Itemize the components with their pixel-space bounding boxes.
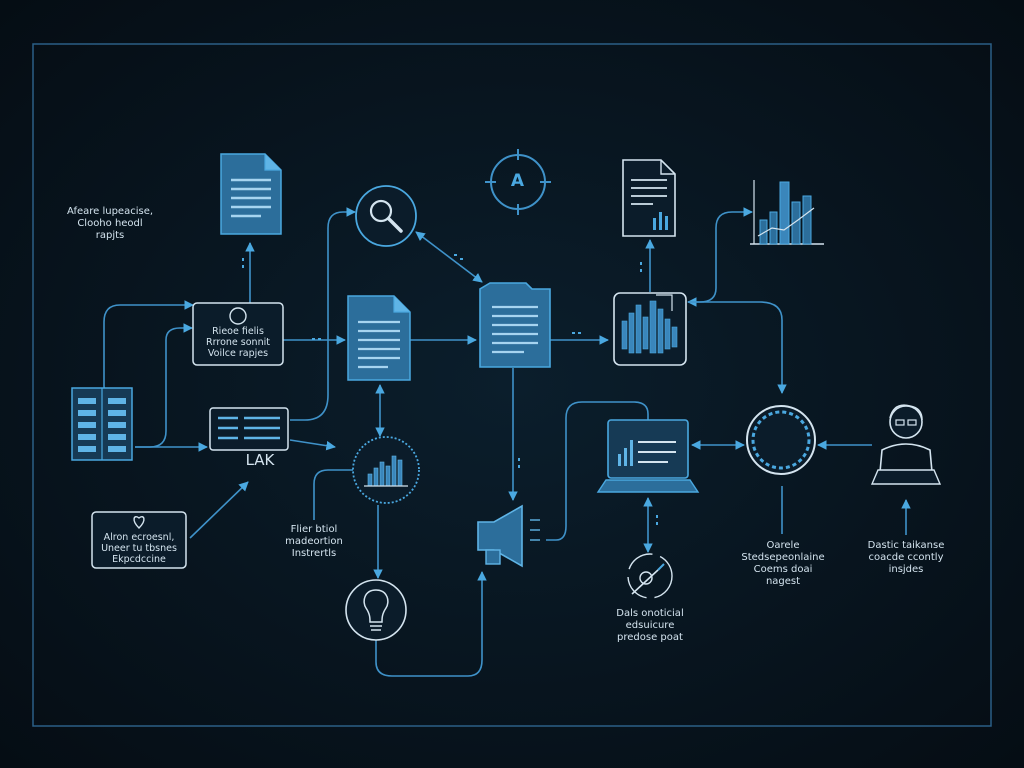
info-box bbox=[192, 302, 284, 366]
connector-table-to-search bbox=[290, 207, 356, 421]
doc-top-icon bbox=[220, 153, 282, 235]
doc-center-icon bbox=[347, 295, 411, 381]
connectors bbox=[103, 207, 911, 677]
connector-table-to-gauge bbox=[289, 439, 336, 451]
laptop-icon bbox=[596, 419, 700, 493]
connector-audio-to-ring bbox=[688, 301, 787, 394]
info-icon bbox=[229, 307, 247, 325]
ring-node-icon bbox=[746, 405, 816, 475]
target-dial-icon bbox=[627, 553, 673, 599]
label-info-box: Rieoe fielis Rrrone sonnit Voilce rapjes bbox=[206, 326, 270, 359]
label-ring: Oarele Stedsepeonlaine Coems doai nagest bbox=[741, 540, 825, 587]
connector-megaphone-to-laptop bbox=[546, 401, 649, 541]
lightbulb-icon bbox=[345, 579, 407, 641]
megaphone-icon bbox=[477, 504, 540, 568]
label-table: LAK bbox=[245, 451, 275, 469]
label-target: Dals onoticial edsuicure predose poat bbox=[616, 608, 684, 643]
user-with-laptop-icon bbox=[870, 404, 942, 485]
label-top-left: Afeare lupeacise, Clooho heodl rapjts bbox=[66, 206, 154, 241]
alert-box bbox=[91, 511, 187, 569]
connector-gauge-to-label bbox=[313, 469, 355, 520]
label-alert-box: Alron ecroesnl, Uneer tu tbsnes Ekpcdcci… bbox=[101, 532, 177, 565]
label-gauge: Flier btiol madeortion Instrertls bbox=[285, 524, 343, 559]
folder-icon bbox=[479, 282, 551, 368]
connector-search-to-folder bbox=[415, 231, 483, 283]
connector-bulb-to-megaphone bbox=[375, 571, 487, 677]
table-icon bbox=[209, 407, 289, 451]
connector-ticks bbox=[242, 254, 658, 525]
database-panel-icon bbox=[71, 387, 133, 461]
connector-alert-to-table bbox=[189, 481, 249, 539]
compass-letter: A bbox=[510, 171, 526, 191]
outer-frame bbox=[32, 43, 992, 727]
search-icon bbox=[355, 185, 417, 247]
heart-icon bbox=[133, 516, 145, 529]
label-user: Dastic taikanse coacde ccontly insjdes bbox=[867, 540, 945, 575]
compass-icon bbox=[485, 149, 551, 215]
connector-database-to-info-2 bbox=[135, 323, 193, 448]
gauge-chart-icon bbox=[352, 436, 420, 504]
bar-chart-icon bbox=[750, 180, 824, 245]
report-icon bbox=[622, 159, 676, 237]
waveform-file-icon bbox=[613, 292, 687, 366]
